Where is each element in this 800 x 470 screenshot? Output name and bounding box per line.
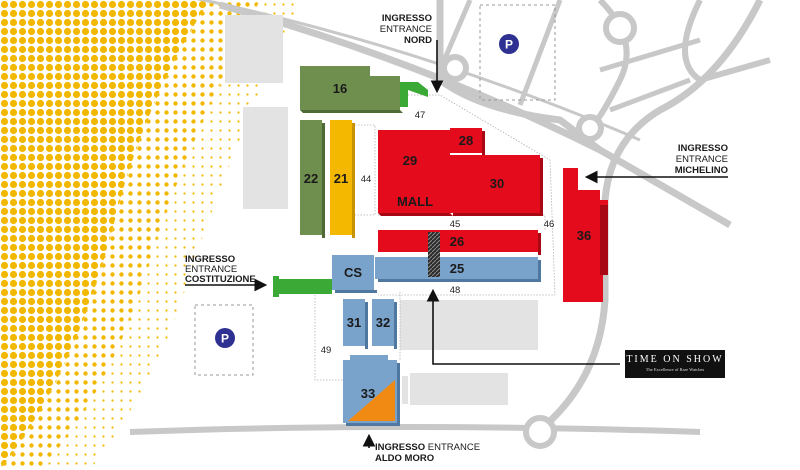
hall-label: 32 <box>376 315 390 330</box>
hall-33[interactable]: 33 <box>343 355 400 426</box>
inactive-areas <box>225 15 538 405</box>
svg-text:INGRESSO: INGRESSO <box>382 13 432 24</box>
parking-label: P <box>505 38 513 52</box>
svg-text:ENTRANCE: ENTRANCE <box>380 24 432 35</box>
hall-label: 30 <box>490 176 504 191</box>
halftone-decoration <box>0 0 300 470</box>
hall-32[interactable]: 32 <box>372 299 397 349</box>
parking-area-west: P <box>194 304 254 376</box>
hall-label: 28 <box>459 133 473 148</box>
hall-30[interactable]: 30 <box>450 155 543 216</box>
time-on-show-subtitle: The Excellence of Rare Watches <box>645 367 705 372</box>
svg-text:ALDO MORO: ALDO MORO <box>375 453 434 464</box>
corridor-47-label: 47 <box>415 110 426 121</box>
hall-label: 29 <box>403 153 417 168</box>
parking-icon <box>499 34 519 54</box>
hall-22[interactable]: 22 <box>300 120 325 238</box>
entrance-nord-label: INGRESSO ENTRANCE NORD <box>380 13 432 46</box>
hatched-connector <box>428 232 440 277</box>
mall-label: MALL <box>397 194 433 209</box>
corridor-48-label: 48 <box>450 285 461 296</box>
arrows <box>185 40 728 448</box>
hall-label: 21 <box>334 171 348 186</box>
hall-label: CS <box>344 265 362 280</box>
corridor-45-label: 45 <box>450 219 461 230</box>
hall-label: 33 <box>361 386 375 401</box>
svg-text:MICHELINO: MICHELINO <box>675 165 728 176</box>
hall-label: 25 <box>450 261 464 276</box>
hall-26[interactable]: 26 <box>378 230 541 255</box>
entrance-connector-nord <box>400 82 428 107</box>
corridor-49-label: 49 <box>321 345 332 356</box>
entrance-connector-costituzione <box>273 276 332 297</box>
hall-25[interactable]: 25 <box>375 257 541 282</box>
hall-label: 16 <box>333 81 347 96</box>
hall-28[interactable]: 28 <box>450 128 485 156</box>
entrance-aldo-moro-label: INGRESSO ENTRANCE ALDO MORO <box>375 442 480 464</box>
parking-label: P <box>221 332 229 346</box>
svg-text:INGRESSO: INGRESSO <box>185 254 235 265</box>
time-on-show-title: TIME ON SHOW <box>626 354 724 365</box>
corridor-46-label: 46 <box>544 219 555 230</box>
hall-16[interactable]: 16 <box>300 66 403 113</box>
hall-31[interactable]: 31 <box>343 299 368 349</box>
hall-label: 36 <box>577 228 591 243</box>
entrance-costituzione-label: INGRESSO ENTRANCE COSTITUZIONE <box>185 254 256 285</box>
svg-text:ENTRANCE: ENTRANCE <box>185 264 237 275</box>
hall-29-mall[interactable]: 29 MALL <box>378 130 453 216</box>
corridors <box>314 94 556 381</box>
svg-text:INGRESSO: INGRESSO <box>678 143 728 154</box>
hall-label: 22 <box>304 171 318 186</box>
time-on-show-logo[interactable]: TIME ON SHOW The Excellence of Rare Watc… <box>625 350 725 378</box>
hall-label: 26 <box>450 234 464 249</box>
roundabouts <box>441 11 637 449</box>
corridor-44-label: 44 <box>361 174 372 185</box>
hall-cs[interactable]: CS <box>332 255 377 293</box>
svg-text:INGRESSO ENTRANCE: INGRESSO ENTRANCE <box>375 442 480 453</box>
hall-21[interactable]: 21 <box>330 120 355 238</box>
parking-icon <box>215 328 235 348</box>
hall-36[interactable]: 36 <box>563 168 608 302</box>
hall-label: 31 <box>347 315 361 330</box>
roads <box>129 0 771 435</box>
parking-area-north: P <box>479 4 556 101</box>
entrance-michelino-label: INGRESSO ENTRANCE MICHELINO <box>675 143 728 176</box>
svg-text:COSTITUZIONE: COSTITUZIONE <box>185 274 256 285</box>
svg-text:NORD: NORD <box>404 35 432 46</box>
svg-text:ENTRANCE: ENTRANCE <box>676 154 728 165</box>
